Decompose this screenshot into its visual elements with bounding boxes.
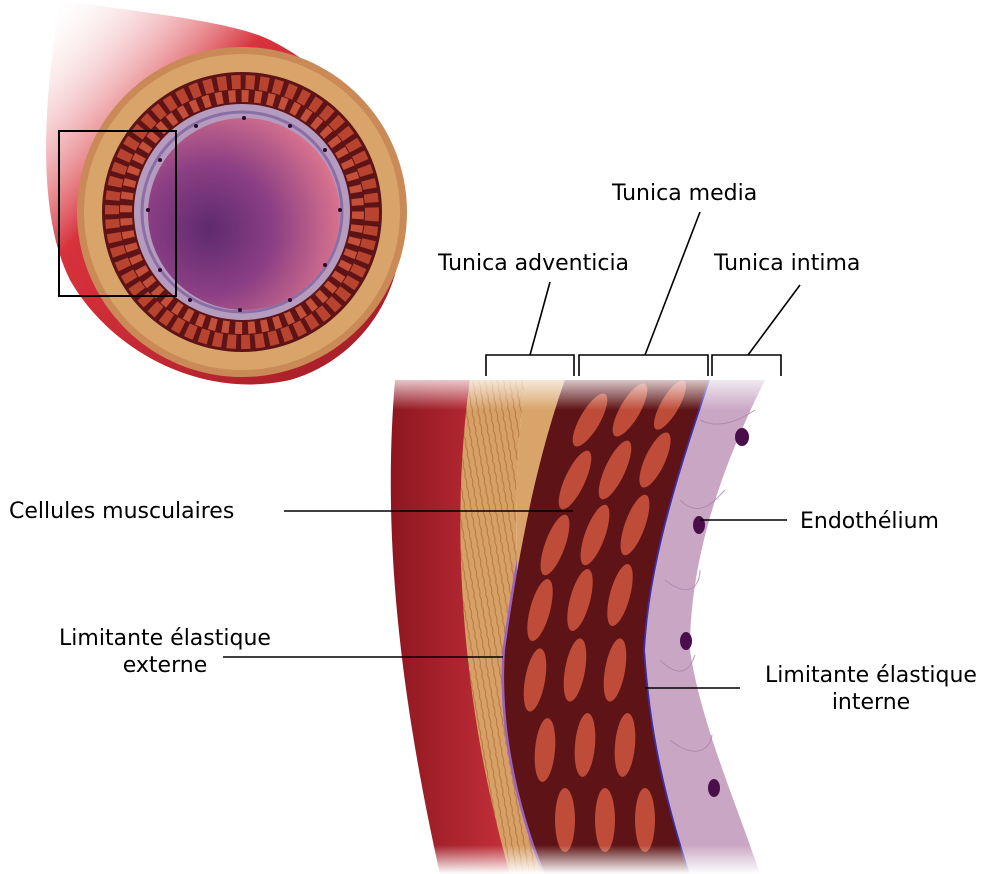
label-limitante-interne-1: Limitante élastique (765, 663, 977, 688)
label-limitante-externe-1: Limitante élastique (59, 626, 271, 651)
label-endothelium: Endothélium (800, 509, 939, 534)
vessel-cross-section (46, 0, 407, 384)
label-tunica-adventicia: Tunica adventicia (437, 251, 629, 276)
label-tunica-media: Tunica media (611, 181, 757, 206)
leader-tunica-media (645, 212, 700, 355)
magnified-wall-section (380, 370, 780, 874)
label-tunica-intima: Tunica intima (713, 251, 860, 276)
leader-tunica-adventicia (530, 282, 550, 355)
label-cellules-musculaires: Cellules musculaires (9, 499, 234, 524)
leader-tunica-intima (748, 285, 800, 355)
label-limitante-interne-2: interne (832, 690, 910, 715)
label-limitante-externe-2: externe (123, 653, 207, 678)
